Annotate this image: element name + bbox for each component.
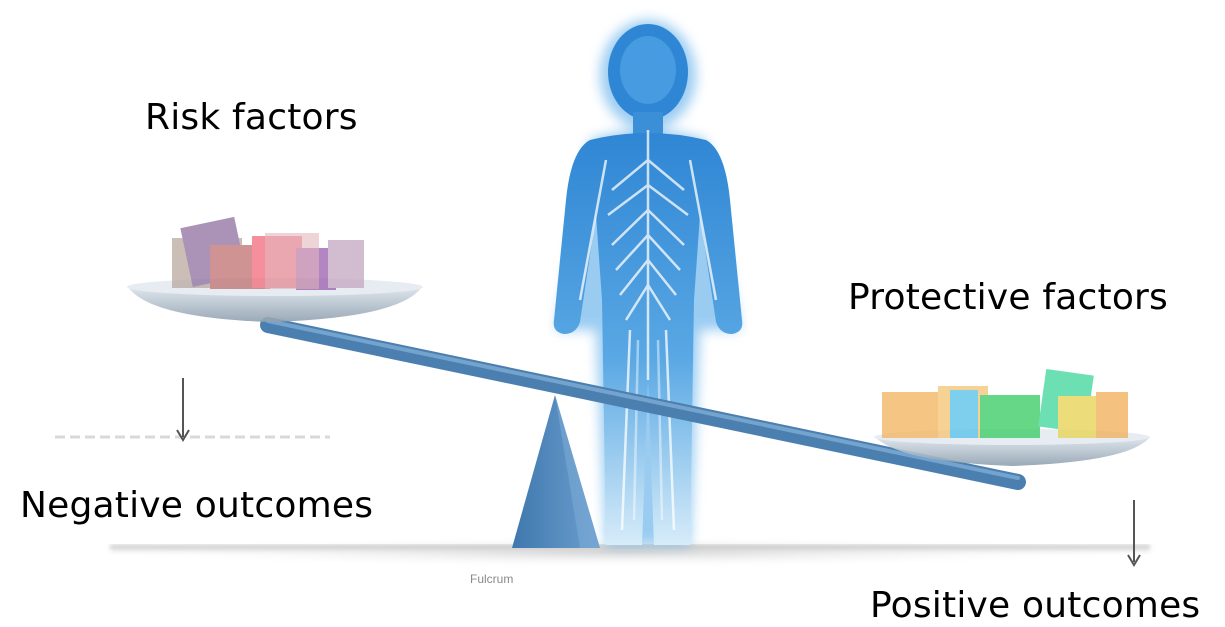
negative-outcomes-label: Negative outcomes: [20, 488, 373, 524]
down-arrow-icon: [177, 378, 189, 440]
positive-outcomes-label: Positive outcomes: [870, 588, 1200, 624]
down-arrow-icon: [1128, 500, 1140, 565]
fulcrum: [512, 395, 600, 548]
risk-blocks: [172, 217, 364, 290]
human-figure-icon: [554, 20, 743, 545]
protective-blocks: [882, 369, 1128, 438]
fulcrum-caption: Fulcrum: [470, 572, 513, 586]
protective-factors-label: Protective factors: [848, 280, 1168, 316]
risk-factors-label: Risk factors: [145, 100, 358, 136]
